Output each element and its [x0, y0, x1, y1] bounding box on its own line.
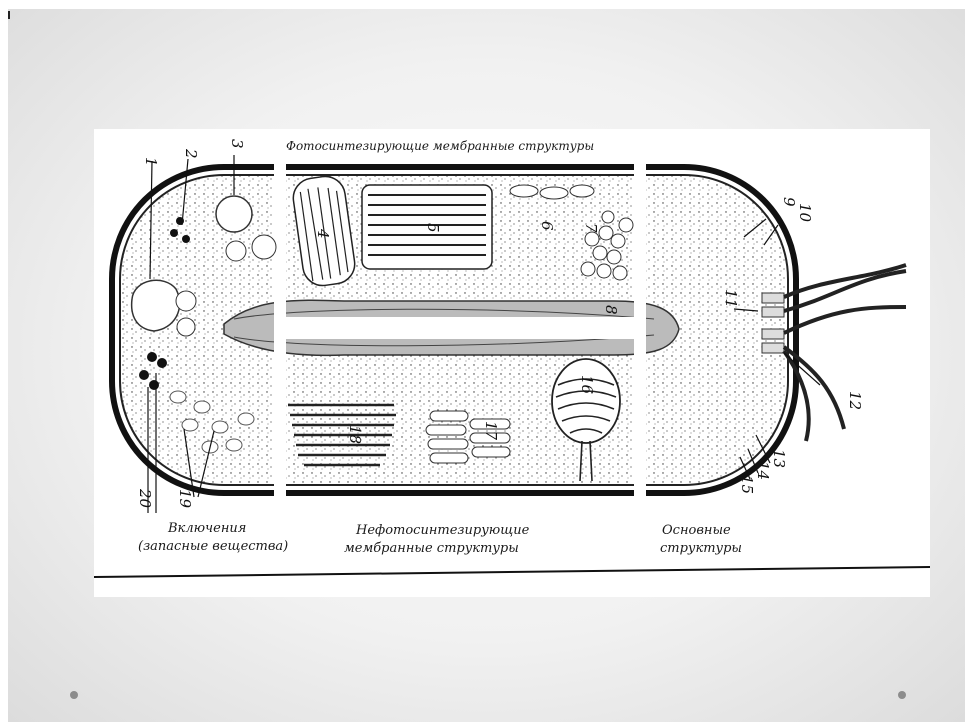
stack-18: [288, 405, 396, 465]
title-photosynthetic: Фотосинтезирующие мембранные структуры: [286, 139, 594, 153]
num-12: 12: [846, 391, 864, 410]
next-dot[interactable]: [898, 691, 906, 699]
num-11: 11: [722, 289, 740, 308]
num-5: 5: [424, 223, 442, 233]
num-8: 8: [602, 305, 620, 315]
caption-middle-line1: Нефотосинтезирующие: [356, 523, 529, 538]
num-17: 17: [482, 421, 500, 441]
prev-dot[interactable]: [70, 691, 78, 699]
num-20: 20: [136, 488, 154, 509]
num-10: 10: [796, 203, 814, 223]
num-9: 9: [780, 197, 798, 207]
num-6: 6: [538, 221, 556, 231]
num-3: 3: [228, 139, 246, 149]
num-4: 4: [314, 228, 332, 239]
num-18: 18: [346, 425, 364, 444]
divider-middle: [286, 317, 634, 339]
caption-middle-line2: мембранные структуры: [344, 541, 519, 556]
num-1: 1: [142, 157, 160, 167]
divider-left: [274, 129, 286, 597]
divider-right: [634, 129, 646, 597]
bacterial-cell-diagram: 1 2 3 4 5 6 7 8 9 10 11 12 13 14 15 16 1…: [94, 129, 930, 597]
caption-left-line1: Включения: [168, 521, 246, 536]
corner-mark: [8, 11, 10, 19]
num-16: 16: [578, 375, 596, 395]
caption-right-line2: структуры: [660, 541, 742, 556]
bottom-rule: [94, 567, 930, 577]
num-7: 7: [582, 223, 600, 233]
slide: 1 2 3 4 5 6 7 8 9 10 11 12 13 14 15 16 1…: [8, 9, 965, 722]
num-15: 15: [738, 475, 756, 494]
num-19: 19: [176, 489, 194, 509]
caption-left-line2: (запасные вещества): [138, 539, 288, 554]
caption-right-line1: Основные: [662, 523, 731, 538]
num-2: 2: [182, 148, 200, 159]
